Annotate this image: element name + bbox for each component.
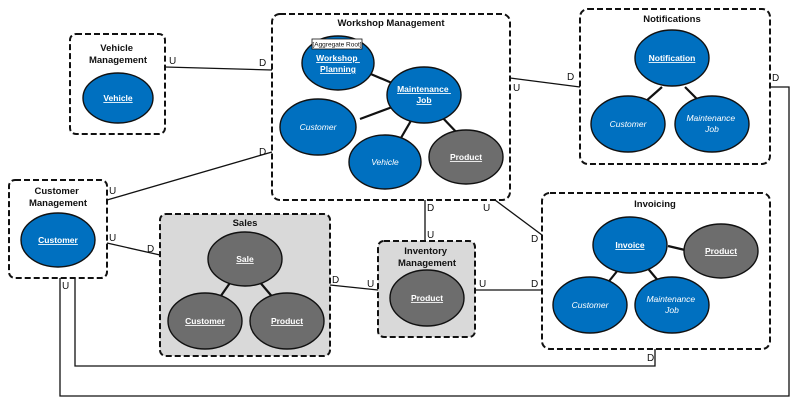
vehicle-to-workshop-connection [164, 66, 273, 71]
entity-vehicle-management-vehicle: Vehicle [82, 72, 154, 124]
entity-customer-management-customer: Customer [20, 212, 96, 268]
cm-customer-label: Customer [38, 235, 78, 245]
vm-ws-upstream-label: U [169, 56, 176, 67]
sales-title: Sales [233, 218, 258, 229]
notification-to-customer-relation [644, 86, 663, 103]
entity-notifications-maintenance-job: Maintenance Job [674, 95, 750, 153]
cm-ws-upstream-label: U [109, 186, 116, 197]
ws-invoicing-downstream-label: D [531, 234, 538, 245]
cm-loop-upstream-label: U [62, 281, 69, 292]
invoicing-title: Invoicing [634, 199, 676, 210]
maintenance-job-ellipse [386, 66, 462, 124]
maintenance-job-label: Maintenance Job [397, 84, 451, 105]
notif-job-label: Maintenance Job [686, 113, 737, 134]
relation-labels: U D U D U D U D D U U D D U U D D U D [62, 56, 779, 364]
inv-product-ellipse [389, 269, 465, 327]
sale-ellipse [207, 231, 283, 287]
aggregate-root-tag: [Aggregate Root] [311, 38, 363, 50]
entity-workshop-product: Product [428, 129, 504, 185]
ws-product-label: Product [450, 152, 482, 162]
invoicing-job-label: Maintenance Job [646, 294, 697, 315]
workshop-to-notifications-connection [509, 77, 581, 88]
entity-invoicing-maintenance-job: Maintenance Job [634, 276, 710, 334]
workshop-planning-ellipse [301, 35, 375, 91]
inventory-management-title: Inventory Management [398, 246, 457, 269]
ws-inv-upstream-label: U [427, 230, 434, 241]
sales-customer-ellipse [167, 292, 243, 350]
ws-vehicle-ellipse [348, 134, 422, 190]
notif-customer-ellipse [590, 95, 666, 153]
sales-to-inventory-connection [329, 284, 379, 291]
job-to-customer-relation [359, 104, 396, 121]
invoice-to-product-relation [667, 244, 686, 252]
sale-label: Sale [236, 254, 254, 264]
entity-invoice: Invoice [592, 216, 668, 274]
cm-ws-downstream-label: D [259, 147, 266, 158]
entity-notifications-customer: Customer [590, 95, 666, 153]
cm-sales-upstream-label: U [109, 233, 116, 244]
ws-product-ellipse [428, 129, 504, 185]
invoicing-product-label: Product [705, 246, 737, 256]
notifications-to-customer-loop-connection [59, 86, 790, 397]
invoicing-customer-label: Customer [572, 300, 610, 310]
notification-ellipse [634, 29, 710, 87]
sales-inv-upstream-label: U [367, 279, 374, 290]
aggregate-root-tag-text: [Aggregate Root] [312, 42, 361, 49]
invoice-ellipse [592, 216, 668, 274]
invoicing-customer-ellipse [552, 276, 628, 334]
entity-inventory-product: Product [389, 269, 465, 327]
ws-customer-ellipse [279, 98, 357, 156]
workshop-planning-label: Workshop Planning [316, 53, 360, 74]
entity-workshop-maintenance-job: Maintenance Job [386, 66, 462, 124]
notifications-title: Notifications [643, 14, 701, 25]
entity-workshop-planning: Workshop Planning [301, 35, 375, 91]
notification-label: Notification [649, 53, 696, 63]
customer-to-workshop-connection [106, 151, 273, 201]
entity-sale: Sale [207, 231, 283, 287]
ws-inv-downstream-label: D [427, 203, 434, 214]
ws-invoicing-upstream-label: U [483, 203, 490, 214]
sales-product-ellipse [249, 292, 325, 350]
cm-customer-ellipse [20, 212, 96, 268]
inv-invoicing-upstream-label: U [479, 279, 486, 290]
ws-notif-downstream-label: D [567, 72, 574, 83]
ws-notif-upstream-label: U [513, 83, 520, 94]
invoicing-job-ellipse [634, 276, 710, 334]
vehicle-ellipse [82, 72, 154, 124]
inv-product-label: Product [411, 293, 443, 303]
customer-management-title: Customer Management [29, 186, 88, 209]
cm-sales-downstream-label: D [147, 244, 154, 255]
invoicing-loop-downstream-label: D [647, 353, 654, 364]
entity-workshop-vehicle: Vehicle [348, 134, 422, 190]
inv-invoicing-downstream-label: D [531, 279, 538, 290]
workshop-management-title: Workshop Management [338, 18, 446, 29]
sales-product-label: Product [271, 316, 303, 326]
ws-vehicle-label: Vehicle [371, 157, 399, 167]
notif-loop-downstream-label: D [772, 73, 779, 84]
invoicing-product-ellipse [683, 223, 759, 279]
entity-sales-product: Product [249, 292, 325, 350]
invoicing-to-customer-loop-connection [74, 278, 656, 367]
sales-customer-label: Customer [185, 316, 225, 326]
aggregate-root-tag-box [311, 38, 363, 50]
notif-customer-label: Customer [610, 119, 648, 129]
vehicle-management-title: Vehicle Management [89, 43, 148, 66]
ws-customer-label: Customer [300, 122, 338, 132]
entity-workshop-customer: Customer [279, 98, 357, 156]
vehicle-label: Vehicle [103, 93, 133, 103]
context-connections [59, 66, 790, 397]
entity-sales-customer: Customer [167, 292, 243, 350]
sales-inv-downstream-label: D [332, 275, 339, 286]
entity-notification: Notification [634, 29, 710, 87]
customer-to-sales-connection [106, 242, 161, 256]
entity-invoicing-customer: Customer [552, 276, 628, 334]
workshop-to-invoicing-connection [494, 199, 543, 236]
vm-ws-downstream-label: D [259, 58, 266, 69]
notif-job-ellipse [674, 95, 750, 153]
entity-invoicing-product: Product [683, 223, 759, 279]
invoice-label: Invoice [615, 240, 645, 250]
